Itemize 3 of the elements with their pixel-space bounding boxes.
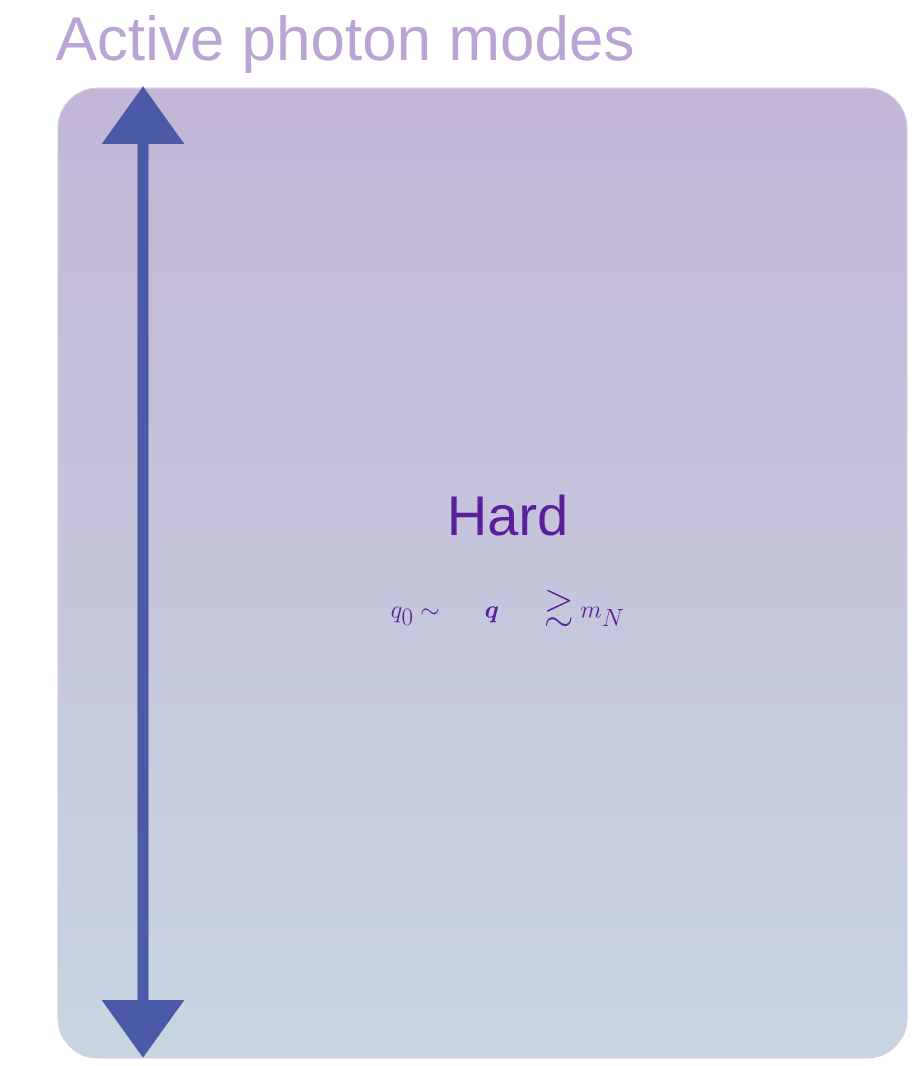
title: Active photon modes bbox=[55, 15, 633, 73]
region-heading: Hard bbox=[451, 494, 565, 536]
formula: $q_0 \sim \quad \boldsymbol{q} \quad \gtrsim m_N$ bbox=[391, 589, 624, 627]
